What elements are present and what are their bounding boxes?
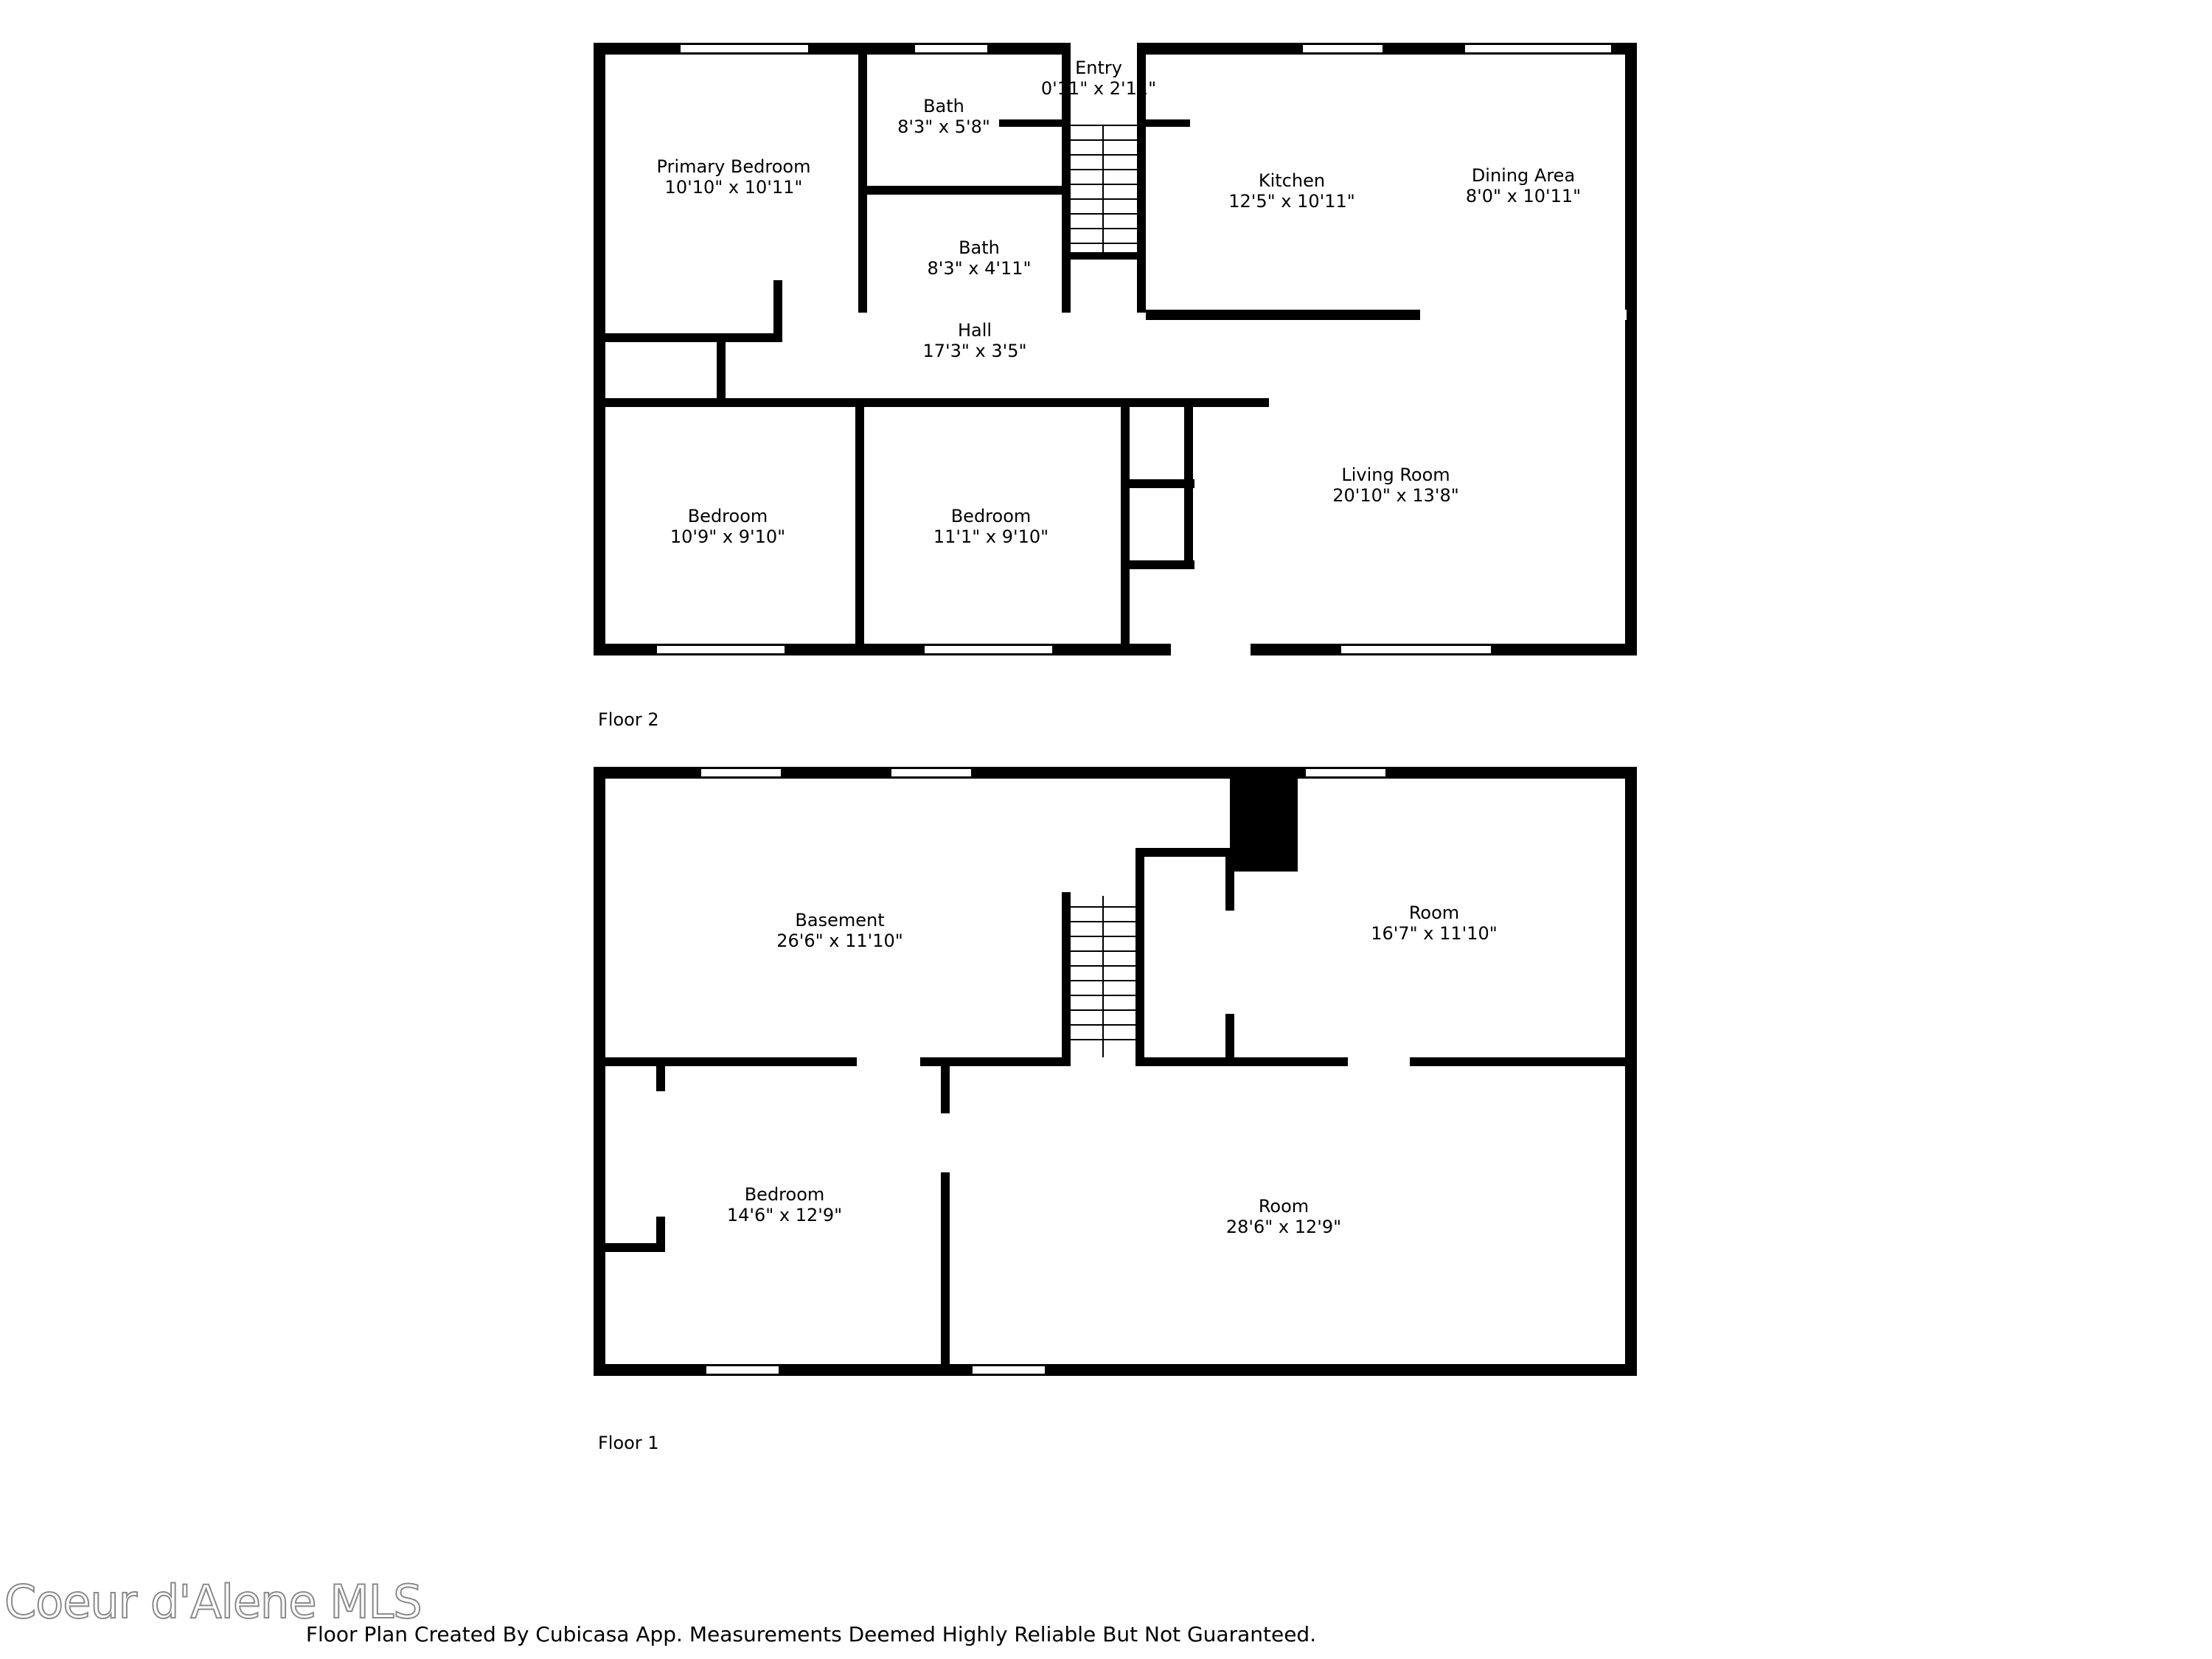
floor-1-stairs (1071, 896, 1135, 1057)
room-dining-area: Dining Area 8'0" x 10'11" (1466, 165, 1581, 206)
room-hall: Hall 17'3" x 3'5" (922, 320, 1026, 361)
floor-2-door-openings (1071, 43, 1627, 655)
floor-2-windows (655, 44, 1613, 655)
room-dimensions: 17'3" x 3'5" (922, 341, 1027, 361)
room-living-room: Living Room 20'10" x 13'8" (1332, 465, 1459, 506)
room-dimensions: 8'0" x 10'11" (1465, 186, 1582, 206)
room-dimensions: 26'6" x 11'10" (776, 931, 903, 951)
floor-1-label: Floor 1 (598, 1433, 659, 1453)
room-dimensions: 8'3" x 5'8" (897, 116, 990, 137)
room-name: Bedroom (744, 1184, 825, 1205)
room-name: Room (1258, 1196, 1310, 1217)
room-name: Bedroom (687, 506, 768, 526)
floor-2-walls (594, 43, 1637, 655)
room-dimensions: 8'3" x 4'11" (927, 258, 1032, 279)
room-bedroom-lower: Bedroom 14'6" x 12'9" (727, 1184, 842, 1225)
room-northeast: Room 16'7" x 11'10" (1371, 902, 1498, 944)
room-name: Room (1408, 902, 1460, 923)
room-bedroom-center: Bedroom 11'1" x 9'10" (933, 506, 1048, 547)
room-dimensions: 16'7" x 11'10" (1371, 923, 1498, 944)
disclaimer-note: Floor Plan Created By Cubicasa App. Meas… (305, 1622, 1317, 1646)
floor-1-windows (700, 768, 1387, 1375)
room-name: Hall (957, 320, 992, 341)
room-bath-lower: Bath 8'3" x 4'11" (927, 237, 1031, 279)
room-name: Entry (1075, 58, 1122, 78)
room-entry: Entry 0'11" x 2'11" (1041, 58, 1156, 99)
room-dimensions: 28'6" x 12'9" (1225, 1217, 1342, 1237)
room-name: Bath (959, 237, 1000, 258)
mls-watermark: Coeur d'Alene MLS (4, 1574, 423, 1630)
room-name: Dining Area (1471, 165, 1576, 186)
room-dimensions: 11'1" x 9'10" (933, 526, 1049, 547)
room-name: Primary Bedroom (656, 156, 811, 177)
room-primary-bedroom: Primary Bedroom 10'10" x 10'11" (657, 156, 811, 198)
room-dimensions: 20'10" x 13'8" (1332, 485, 1459, 506)
room-southeast: Room 28'6" x 12'9" (1226, 1196, 1341, 1237)
room-name: Kitchen (1258, 170, 1326, 191)
room-name: Bath (923, 96, 964, 116)
room-name: Living Room (1341, 465, 1450, 485)
room-kitchen: Kitchen 12'5" x 10'11" (1228, 170, 1355, 212)
room-name: Basement (795, 910, 885, 931)
room-basement: Basement 26'6" x 11'10" (776, 910, 903, 951)
room-dimensions: 0'11" x 2'11" (1040, 78, 1157, 99)
room-bedroom-west: Bedroom 10'9" x 9'10" (670, 506, 785, 547)
floor-2-label: Floor 2 (598, 709, 659, 730)
room-dimensions: 10'9" x 9'10" (669, 526, 786, 547)
room-bath-upper: Bath 8'3" x 5'8" (897, 96, 990, 137)
floor-1-door-openings (656, 911, 1410, 1217)
room-name: Bedroom (950, 506, 1032, 526)
room-dimensions: 12'5" x 10'11" (1228, 191, 1355, 212)
floor-1-walls (594, 767, 1637, 1376)
room-dimensions: 10'10" x 10'11" (664, 177, 803, 198)
floor-2-stairs (1071, 125, 1137, 252)
room-dimensions: 14'6" x 12'9" (726, 1205, 843, 1225)
